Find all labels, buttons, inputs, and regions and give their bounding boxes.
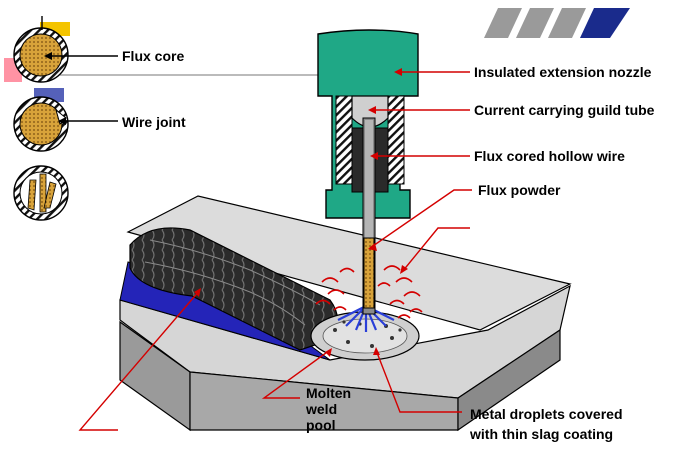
black-arrowheads: [44, 52, 66, 125]
wire-flux-section: [363, 237, 375, 309]
leader-droplets: [375, 349, 462, 413]
label-wire-joint: Wire joint: [122, 114, 186, 130]
slotted-wire-cross-section-icon: [13, 165, 69, 221]
label-molten-line-3: pool: [306, 417, 336, 433]
label-droplets-line-2: with thin slag coating: [470, 426, 614, 442]
leader-flux-powder: [369, 189, 472, 249]
label-metal-droplets: Metal droplets covered with thin slag co…: [470, 404, 670, 444]
hollow-wire-highlight: [365, 120, 373, 240]
black-leader-lines: [41, 16, 118, 122]
leader-bead: [78, 289, 201, 431]
nozzle-insulation-left: [335, 95, 353, 185]
red-arrowheads: [194, 68, 408, 357]
plate-side-right: [457, 328, 561, 432]
leader-molten-pool: [261, 349, 331, 399]
label-droplets-line-1: Metal droplets covered: [470, 406, 623, 422]
torch-assembly: [317, 29, 419, 315]
label-hollow-wire: Flux cored hollow wire: [474, 148, 625, 164]
label-flux-powder: Flux powder: [478, 182, 561, 198]
label-guide-tube: Current carrying guild tube: [474, 102, 655, 118]
flux-powder-clouds: [315, 265, 423, 319]
label-flux-core: Flux core: [122, 48, 185, 64]
label-molten-weld-pool: Molten weld pool: [306, 385, 366, 433]
label-insulated-nozzle: Insulated extension nozzle: [474, 64, 652, 80]
nozzle-insulation-right: [387, 95, 405, 185]
label-molten-line-2: weld: [306, 401, 338, 417]
flux-core-cross-section-icon: [13, 27, 69, 83]
stripe-logo-icon: [484, 8, 630, 38]
label-molten-line-1: Molten: [306, 385, 352, 401]
leader-flux-cloud: [401, 227, 470, 273]
red-leader-lines: [78, 71, 472, 431]
wire-joint-cross-section-icon: [13, 96, 69, 152]
